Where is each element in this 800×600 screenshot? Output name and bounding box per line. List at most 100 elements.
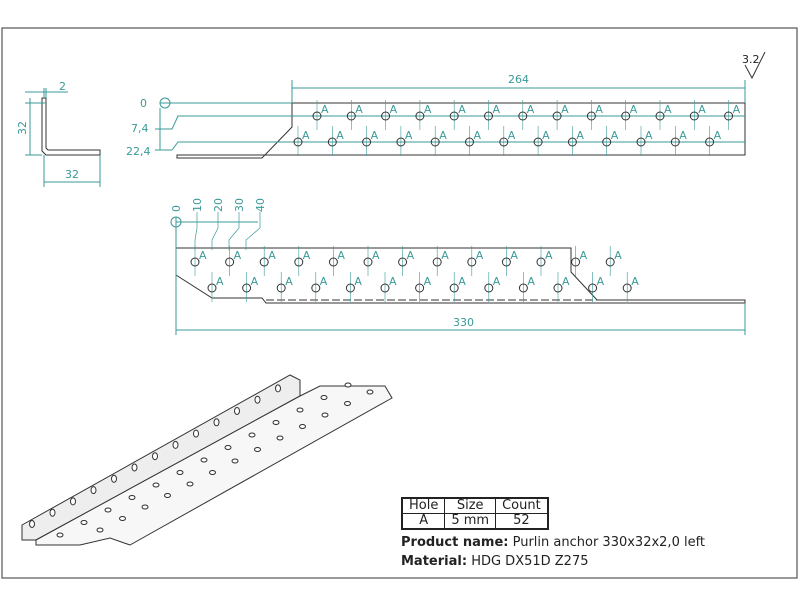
hole-label: A bbox=[527, 275, 535, 288]
hole-label: A bbox=[372, 249, 380, 262]
iso-hole bbox=[131, 463, 138, 472]
iso-hole bbox=[164, 493, 171, 498]
hole-label: A bbox=[510, 249, 518, 262]
hole-label: A bbox=[664, 103, 672, 116]
hole-label: A bbox=[439, 129, 447, 142]
iso-hole bbox=[275, 384, 281, 393]
hole-label: A bbox=[234, 249, 242, 262]
hole-label: A bbox=[580, 249, 588, 262]
pitch-label: 10 bbox=[191, 198, 204, 212]
roughness-value: 3.2 bbox=[742, 53, 760, 66]
iso-hole bbox=[254, 395, 261, 404]
hole bbox=[689, 111, 699, 121]
height-dimension: 32 bbox=[16, 121, 29, 135]
hole-label: A bbox=[268, 249, 276, 262]
hole-label: A bbox=[614, 249, 622, 262]
hole bbox=[311, 283, 321, 293]
cell-size: 5 mm bbox=[444, 513, 497, 530]
hole-label: A bbox=[476, 249, 484, 262]
iso-hole bbox=[344, 382, 352, 388]
hole-label: A bbox=[199, 249, 207, 262]
hole-label: A bbox=[493, 275, 501, 288]
hole bbox=[655, 111, 665, 121]
hole-label: A bbox=[371, 129, 379, 142]
thickness-dimension: 2 bbox=[59, 80, 66, 93]
hole bbox=[552, 111, 562, 121]
hole-label: A bbox=[714, 129, 722, 142]
hole-label: A bbox=[698, 103, 706, 116]
pitch-leader bbox=[245, 212, 261, 250]
iso-hole bbox=[231, 458, 239, 464]
hole bbox=[345, 283, 355, 293]
hole bbox=[484, 283, 494, 293]
hole bbox=[449, 111, 459, 121]
hole-label: A bbox=[679, 129, 687, 142]
offset-0-label: 0 bbox=[140, 97, 147, 110]
hole bbox=[705, 137, 715, 147]
hole bbox=[465, 137, 474, 147]
iso-hole bbox=[366, 389, 374, 395]
hole-label: A bbox=[405, 129, 413, 142]
material-value: HDG DX51D Z275 bbox=[471, 554, 589, 569]
hole bbox=[362, 137, 372, 147]
hole bbox=[670, 137, 680, 147]
pitch-label: 0 bbox=[170, 205, 183, 212]
width-dimension: 32 bbox=[65, 168, 79, 181]
hole bbox=[518, 111, 528, 121]
iso-hole bbox=[119, 516, 126, 521]
pitch-leader bbox=[194, 212, 198, 250]
iso-hole bbox=[321, 412, 329, 418]
hole-label: A bbox=[302, 129, 310, 142]
hole-label: A bbox=[458, 275, 466, 288]
iso-hole bbox=[248, 432, 256, 438]
hole-label: A bbox=[441, 249, 449, 262]
hole bbox=[312, 111, 322, 121]
hole bbox=[533, 137, 543, 147]
iso-hole bbox=[320, 395, 328, 400]
iso-hole bbox=[254, 447, 261, 452]
roughness-symbol: 3.2 bbox=[742, 51, 766, 80]
hole bbox=[242, 283, 252, 293]
pitch-label: 40 bbox=[254, 198, 267, 212]
hole bbox=[602, 137, 612, 147]
hole-label: A bbox=[645, 129, 653, 142]
hole bbox=[190, 257, 200, 267]
iso-hole bbox=[200, 457, 208, 463]
iso-hole bbox=[152, 482, 160, 488]
hole-label: A bbox=[390, 103, 398, 116]
hole bbox=[571, 257, 581, 267]
iso-hole bbox=[104, 507, 112, 513]
hole bbox=[605, 257, 615, 267]
hole bbox=[207, 283, 217, 293]
hole bbox=[622, 283, 632, 293]
iso-hole bbox=[213, 418, 220, 427]
iso-hole bbox=[96, 527, 104, 533]
hole-label: A bbox=[321, 103, 329, 116]
hole bbox=[484, 111, 493, 121]
hole bbox=[276, 283, 286, 293]
hole-table: Hole Size Count A 5 mm 52 bbox=[401, 497, 549, 530]
hole-label: A bbox=[611, 129, 619, 142]
hole bbox=[363, 257, 373, 267]
hole bbox=[225, 257, 235, 267]
hole bbox=[586, 111, 596, 121]
hole bbox=[415, 111, 425, 121]
hole bbox=[467, 257, 477, 267]
header-hole: Hole bbox=[401, 497, 446, 514]
hole-label: A bbox=[733, 103, 741, 116]
hole-label: A bbox=[336, 129, 344, 142]
section-view: 2 32 32 bbox=[16, 80, 101, 187]
hole-label: A bbox=[303, 249, 311, 262]
iso-hole bbox=[70, 497, 76, 506]
pitch-leader bbox=[228, 212, 240, 250]
iso-hole bbox=[234, 407, 240, 415]
hole bbox=[567, 137, 577, 147]
front-length-dimension: 330 bbox=[453, 316, 474, 329]
hole-label: A bbox=[493, 103, 501, 116]
hole bbox=[621, 111, 631, 121]
iso-hole bbox=[172, 440, 179, 449]
hole-label: A bbox=[562, 275, 570, 288]
